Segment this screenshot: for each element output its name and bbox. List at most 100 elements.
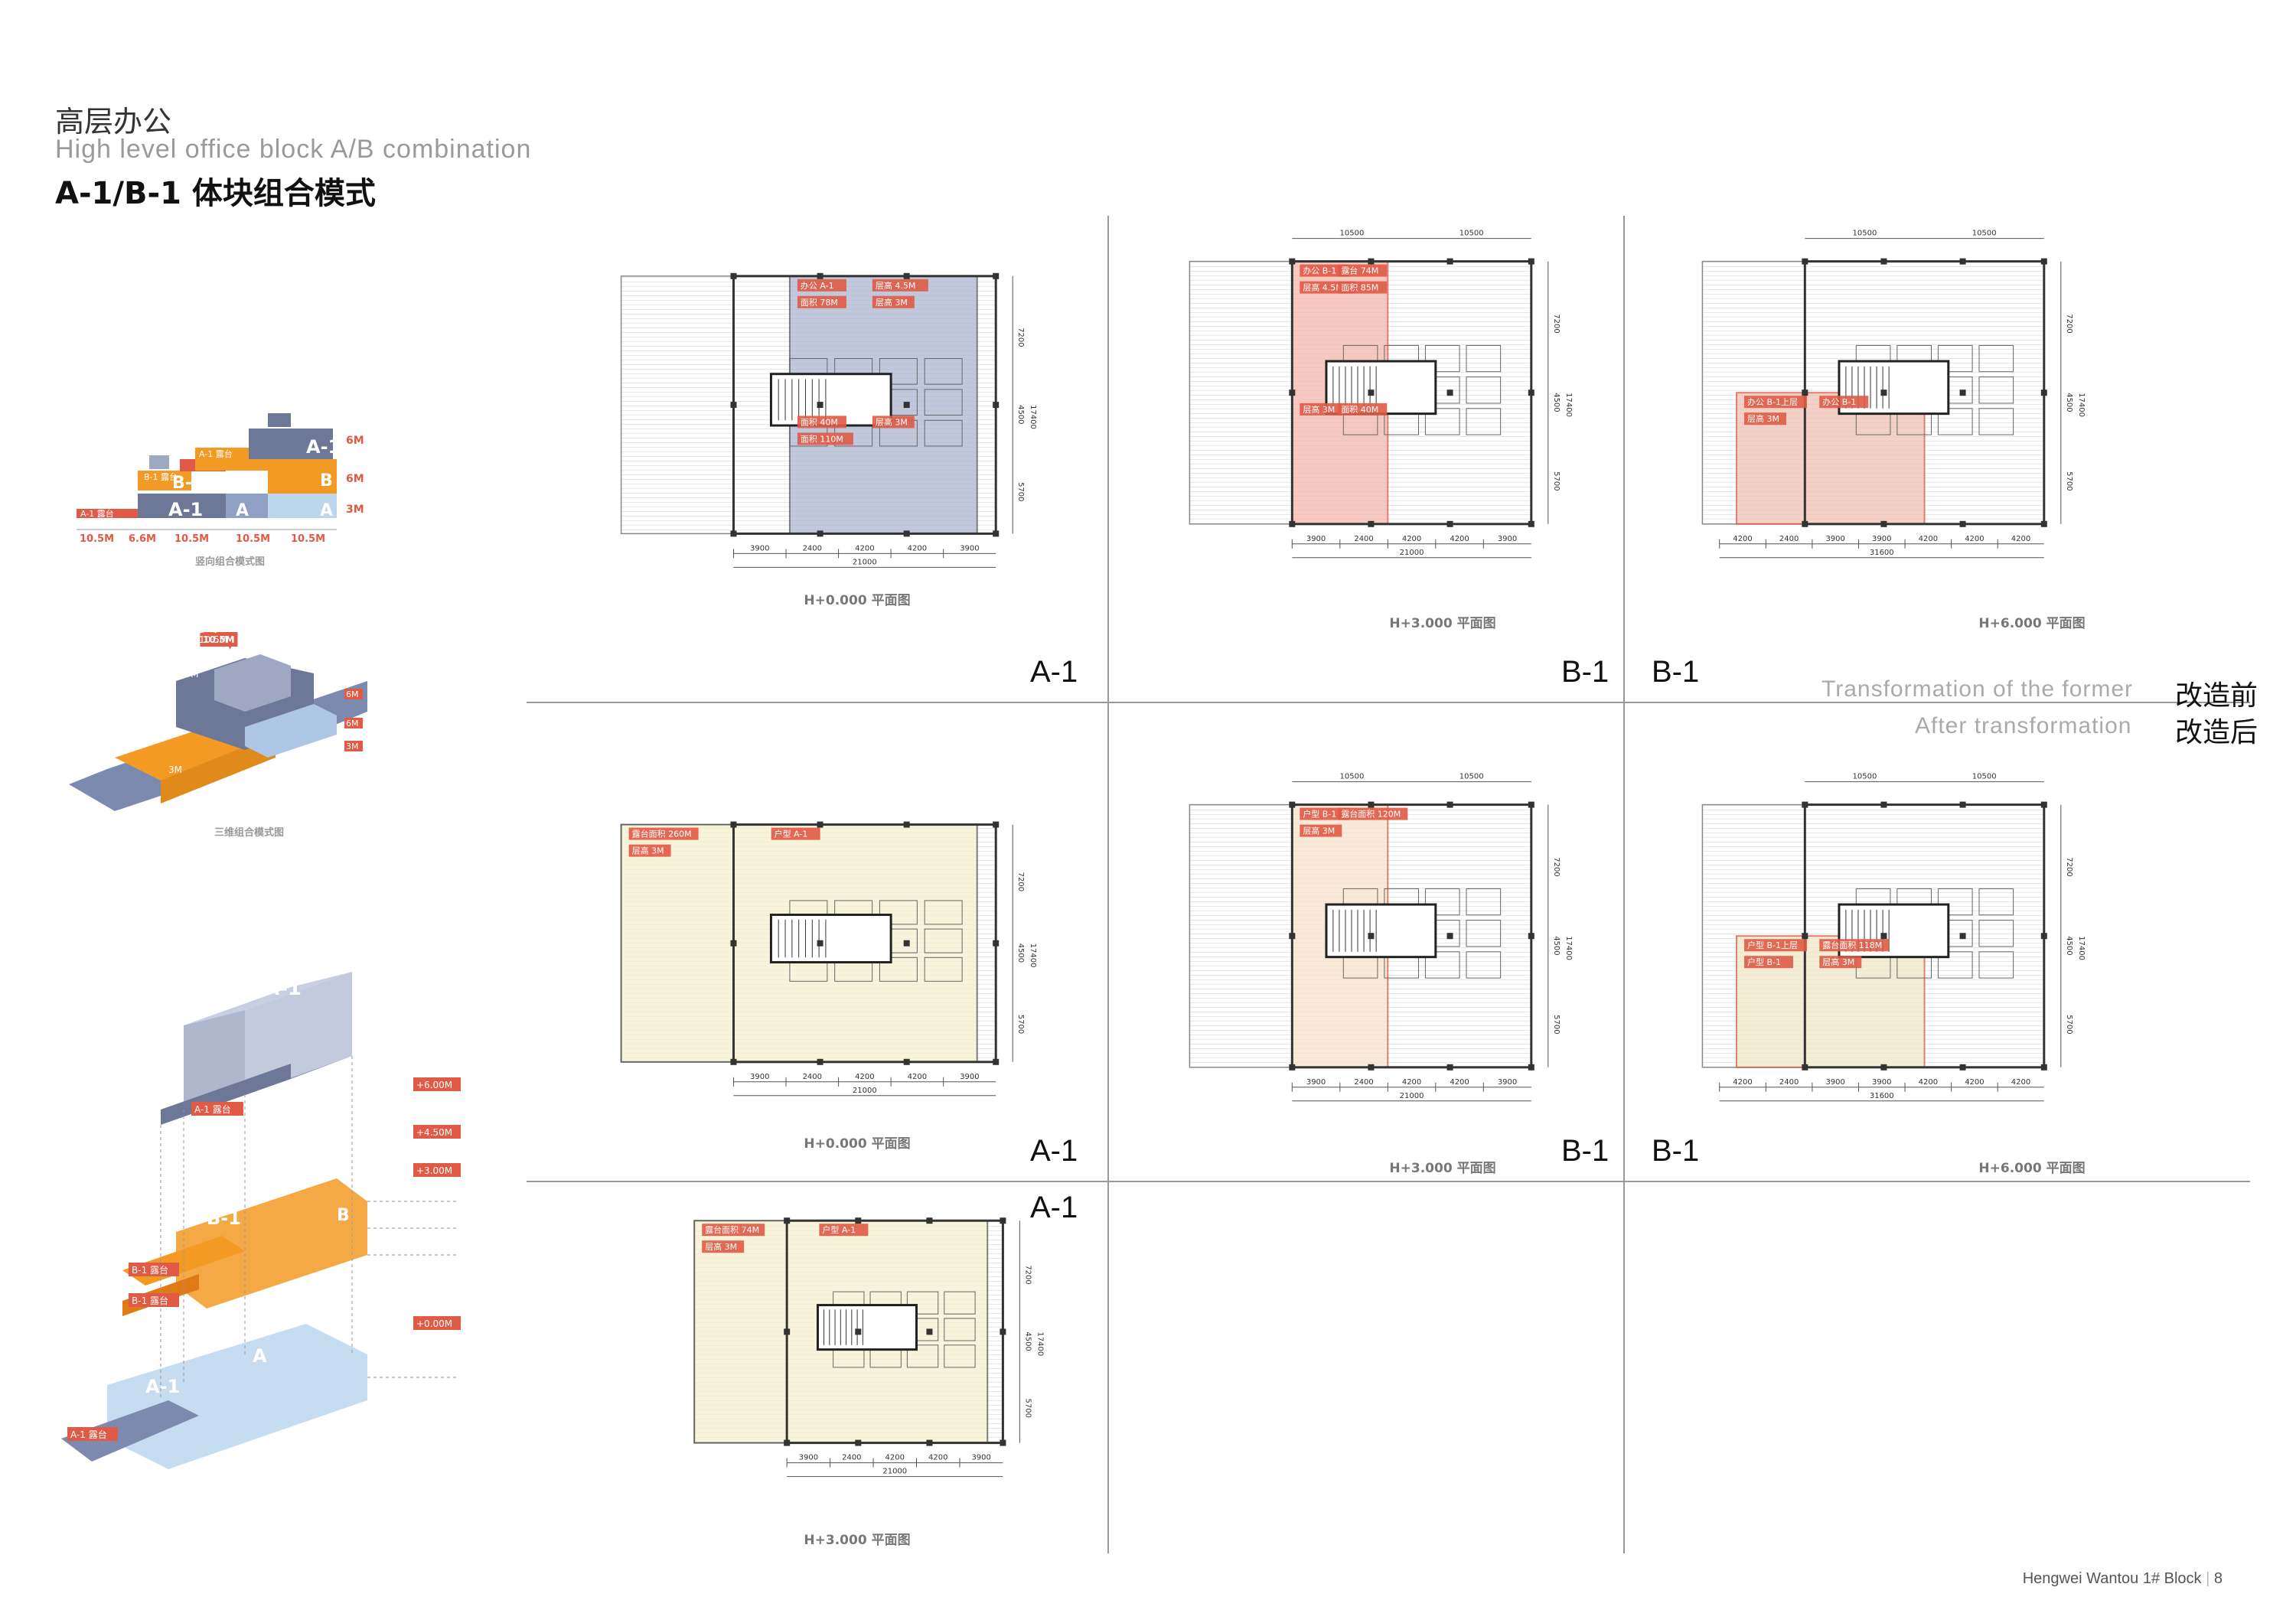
- panel-label-row1-b1-upper: B-1: [1652, 655, 1700, 689]
- area-tag: 层高 4.5M: [876, 280, 915, 291]
- svg-text:A-1: A-1: [145, 1376, 180, 1397]
- plan-caption-row3-a1: H+3.000 平面图: [804, 1533, 911, 1548]
- panel-label-row3-a1: A-1: [1030, 1191, 1078, 1224]
- svg-text:B: B: [337, 1206, 350, 1225]
- dimension-label: 3900: [750, 1073, 769, 1081]
- dimension-label: 7200: [1552, 314, 1561, 333]
- dimension-label: 4200: [1733, 535, 1752, 543]
- dimension-label: 4200: [1733, 1078, 1752, 1087]
- dimension-label: 4200: [885, 1454, 905, 1462]
- panel-label-row1-b1: B-1: [1561, 655, 1609, 689]
- plan-row1-b1: 3900240042004200390021000105001050021000…: [1133, 219, 1607, 627]
- svg-text:3M: 3M: [346, 504, 364, 516]
- legend-before-en: Transformation of the former: [1821, 676, 2134, 702]
- dimension-label: 4500: [1023, 1331, 1032, 1351]
- panel-label-row2-b1-upper: B-1: [1652, 1134, 1700, 1168]
- dimension-label: 3900: [1872, 535, 1891, 543]
- dimension-total: 21000: [1400, 549, 1424, 557]
- area-tag: 露台 74M: [1341, 266, 1378, 276]
- dimension-label: 4500: [1016, 943, 1025, 963]
- svg-text:A-1: A-1: [168, 499, 203, 520]
- svg-text:+6.00M: +6.00M: [416, 1080, 452, 1090]
- dimension-label: 2400: [1354, 535, 1373, 543]
- footer-project: Hengwei Wantou 1# Block: [2022, 1570, 2202, 1587]
- area-tag: 办公 B-1上层: [1747, 397, 1798, 407]
- svg-text:A-1: A-1: [264, 977, 302, 1000]
- dimension-label: 4200: [908, 544, 927, 552]
- plan-caption-row2-a1: H+0.000 平面图: [804, 1136, 911, 1152]
- dimension-label: 3900: [750, 544, 769, 552]
- svg-text:3M: 3M: [115, 809, 129, 820]
- area-tag: 层高 3M: [876, 297, 908, 308]
- dimension-total: 17400: [1564, 936, 1573, 960]
- dimension-label: 4200: [855, 1073, 874, 1081]
- dimension-label: 3900: [1825, 535, 1844, 543]
- svg-text:+0.00M: +0.00M: [416, 1318, 452, 1329]
- dimension-label: 2400: [803, 1073, 822, 1081]
- dimension-label: 4500: [2065, 936, 2073, 955]
- svg-text:B-1 露台: B-1 露台: [132, 1264, 168, 1276]
- dimension-label: 3900: [1306, 535, 1326, 543]
- dimension-label: 3900: [1872, 1078, 1891, 1087]
- dimension-label: 5700: [1023, 1399, 1032, 1418]
- tag-a1-terrace: A-1 露台: [80, 508, 114, 519]
- dimension-label: 4500: [2065, 393, 2073, 412]
- svg-text:A-1: A-1: [306, 436, 341, 458]
- area-tag: 面积 40M: [801, 417, 838, 427]
- dimension-total: 17400: [1564, 393, 1573, 417]
- svg-text:4.5M: 4.5M: [176, 669, 198, 680]
- legend-after-cn: 改造后: [2175, 717, 2258, 748]
- svg-text:10.5M: 10.5M: [174, 533, 209, 545]
- area-tag: 层高 3M: [1747, 413, 1779, 424]
- dimension-label: 7200: [1016, 872, 1025, 891]
- dimension-label: 3900: [960, 1073, 979, 1081]
- svg-text:+3.00M: +3.00M: [416, 1165, 452, 1176]
- area-tag: 层高 4.5M: [1303, 282, 1342, 293]
- area-tag: 露台面积 118M: [1822, 940, 1882, 950]
- panel-label-row2-a1: A-1: [1030, 1134, 1078, 1168]
- page-title-english: High level office block A/B combination: [55, 135, 532, 164]
- svg-text:3M: 3M: [168, 764, 182, 775]
- svg-text:A-1 露台: A-1 露台: [70, 1429, 107, 1440]
- dimension-label: 4200: [908, 1073, 927, 1081]
- dimension-label: 4200: [1965, 1078, 1984, 1087]
- dimension-label: 3900: [1498, 535, 1517, 543]
- page-title: 高层办公: [55, 105, 172, 139]
- area-tag: 露台面积 74M: [705, 1224, 759, 1235]
- dimension-label: 7200: [2065, 314, 2073, 333]
- dimension-total: 21000: [853, 1087, 877, 1095]
- dimension-label: 4200: [928, 1454, 947, 1462]
- dimension-label: 3900: [971, 1454, 990, 1462]
- dimension-label: 10500: [1972, 773, 1997, 781]
- area-tag: 层高 3M: [632, 846, 664, 856]
- dimension-label: 10500: [1459, 773, 1484, 781]
- svg-text:3M: 3M: [346, 741, 359, 751]
- area-tag: 户型 B-1: [1303, 809, 1336, 820]
- area-tag: 面积 110M: [801, 434, 843, 444]
- svg-text:三维组合模式图: 三维组合模式图: [214, 826, 284, 839]
- dimension-label: 2400: [842, 1454, 861, 1462]
- area-tag: 户型 A-1: [775, 829, 808, 839]
- svg-text:4.5M: 4.5M: [84, 741, 106, 752]
- area-tag: 办公 A-1: [801, 281, 834, 291]
- dimension-label: 7200: [2065, 857, 2073, 876]
- dimension-total: 31600: [1870, 1092, 1894, 1100]
- dimension-label: 5700: [1016, 482, 1025, 501]
- dimension-label: 7200: [1023, 1265, 1032, 1284]
- axon-diagram: 10.5M 10.5M 4.5M 4.5M 4.5M 3M 3M 6M 6M 3…: [69, 631, 367, 839]
- area-tag: 层高 3M: [1822, 957, 1854, 967]
- dimension-label: 5700: [1016, 1015, 1025, 1034]
- svg-text:10.5M: 10.5M: [236, 533, 270, 545]
- footer: Hengwei Wantou 1# Block | 8: [2022, 1570, 2223, 1587]
- svg-text:B: B: [320, 471, 333, 490]
- svg-text:B-1: B-1: [207, 1207, 241, 1229]
- dimension-label: 4200: [1402, 1078, 1421, 1087]
- dimension-total: 21000: [1400, 1092, 1424, 1100]
- dimension-label: 2400: [1779, 1078, 1799, 1087]
- dimension-label: 10500: [1853, 773, 1877, 781]
- area-tag: 户型 A-1: [822, 1224, 856, 1235]
- panel-label-row2-b1: B-1: [1561, 1134, 1609, 1168]
- dimension-label: 4200: [1919, 535, 1938, 543]
